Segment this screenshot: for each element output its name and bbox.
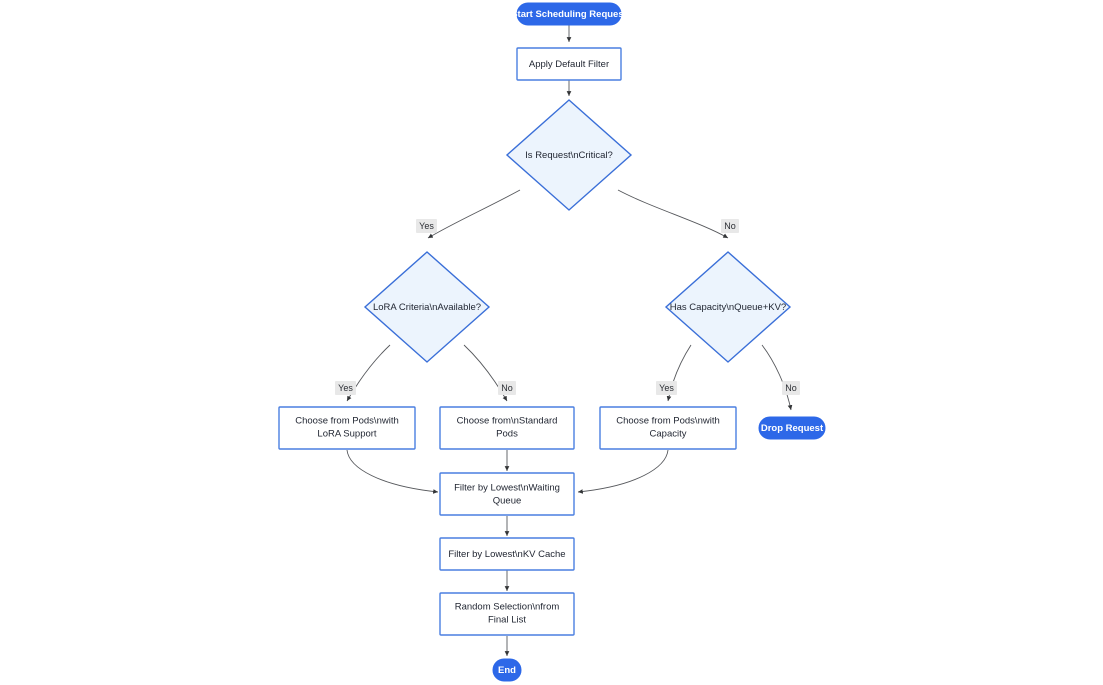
node-choose-pods-capacity[interactable]: Choose from Pods\nwith Capacity (599, 406, 737, 450)
node-filter-kv-cache[interactable]: Filter by Lowest\nKV Cache (439, 537, 575, 571)
node-drop-request-label: Drop Request (761, 423, 824, 434)
node-has-capacity-label: Has Capacity\nQueue+KV? (670, 302, 786, 313)
edge-has-capacity-to-pods-capacity (666, 344, 692, 402)
node-choose-pods-capacity-label-line2: Capacity (650, 429, 687, 440)
edge-label-text: No (785, 383, 797, 393)
node-filter-waiting-queue-label-line1: Filter by Lowest\nWaiting (454, 483, 560, 494)
edge-label-capacity-yes: Yes (656, 381, 677, 395)
node-choose-standard-pods-shape[interactable] (439, 406, 575, 450)
node-filter-kv-cache-label: Filter by Lowest\nKV Cache (448, 549, 565, 560)
node-random-selection-label-line2: Final List (488, 615, 526, 626)
node-random-selection[interactable]: Random Selection\nfrom Final List (439, 592, 575, 636)
node-apply-default-filter-label: Apply Default Filter (529, 59, 609, 70)
node-has-capacity-shape[interactable] (664, 251, 792, 363)
node-apply-default-filter[interactable]: Apply Default Filter (516, 47, 622, 81)
node-choose-standard-pods[interactable]: Choose from\nStandard Pods (439, 406, 575, 450)
edge-label-is-critical-yes: Yes (416, 219, 437, 233)
node-lora-criteria-available-shape[interactable] (363, 251, 491, 363)
node-choose-standard-pods-label-line2: Pods (496, 429, 518, 440)
edge-label-text: Yes (419, 221, 434, 231)
node-random-selection-label-line1: Random Selection\nfrom (455, 602, 560, 613)
node-is-request-critical[interactable]: Is Request\nCritical? (505, 99, 633, 211)
node-choose-pods-capacity-label-line1: Choose from Pods\nwith (616, 416, 720, 427)
edge-label-lora-no: No (498, 381, 516, 395)
node-drop-request-shape[interactable] (758, 416, 826, 440)
edge-label-text: Yes (659, 383, 674, 393)
edge-label-lora-yes: Yes (335, 381, 356, 395)
node-lora-criteria-available[interactable]: LoRA Criteria\nAvailable? (363, 251, 491, 363)
edge-label-capacity-no: No (782, 381, 800, 395)
node-filter-kv-cache-shape[interactable] (439, 537, 575, 571)
node-start[interactable]: Start Scheduling Request (511, 2, 628, 26)
edge-is-critical-to-lora-criteria (427, 189, 521, 239)
node-is-request-critical-label: Is Request\nCritical? (525, 150, 613, 161)
edge-is-critical-to-has-capacity (617, 189, 729, 239)
node-start-shape[interactable] (516, 2, 622, 26)
node-filter-waiting-queue[interactable]: Filter by Lowest\nWaiting Queue (439, 472, 575, 516)
edge-label-text: No (724, 221, 736, 231)
edge-label-text: No (501, 383, 513, 393)
edge-lora-to-pods-standard (463, 344, 508, 402)
edge-labels-layer: Yes No Yes No Yes No (335, 219, 800, 395)
node-filter-waiting-queue-shape[interactable] (439, 472, 575, 516)
node-choose-pods-lora-label-line2: LoRA Support (317, 429, 377, 440)
edge-label-text: Yes (338, 383, 353, 393)
node-filter-waiting-queue-label-line2: Queue (493, 496, 522, 507)
node-is-request-critical-shape[interactable] (505, 99, 633, 211)
node-has-capacity[interactable]: Has Capacity\nQueue+KV? (664, 251, 792, 363)
edge-pods-capacity-to-filter-queue (577, 449, 669, 494)
edge-lora-to-pods-lora (346, 344, 391, 402)
edge-has-capacity-to-drop-request (761, 344, 793, 411)
nodes-layer: Start Scheduling Request Apply Default F… (278, 2, 826, 682)
node-end-shape[interactable] (492, 658, 522, 682)
node-choose-pods-lora[interactable]: Choose from Pods\nwith LoRA Support (278, 406, 416, 450)
edge-label-is-critical-no: No (721, 219, 739, 233)
node-drop-request[interactable]: Drop Request (758, 416, 826, 440)
node-end[interactable]: End (492, 658, 522, 682)
node-choose-pods-lora-label-line1: Choose from Pods\nwith (295, 416, 399, 427)
node-lora-criteria-available-label: LoRA Criteria\nAvailable? (373, 302, 481, 313)
node-random-selection-shape[interactable] (439, 592, 575, 636)
edge-pods-lora-to-filter-queue (346, 449, 439, 494)
node-choose-pods-lora-shape[interactable] (278, 406, 416, 450)
node-start-label: Start Scheduling Request (511, 9, 627, 20)
node-choose-standard-pods-label-line1: Choose from\nStandard (457, 416, 558, 427)
node-choose-pods-capacity-shape[interactable] (599, 406, 737, 450)
node-apply-default-filter-shape[interactable] (516, 47, 622, 81)
edges-layer (346, 25, 793, 656)
node-end-label: End (498, 665, 516, 676)
